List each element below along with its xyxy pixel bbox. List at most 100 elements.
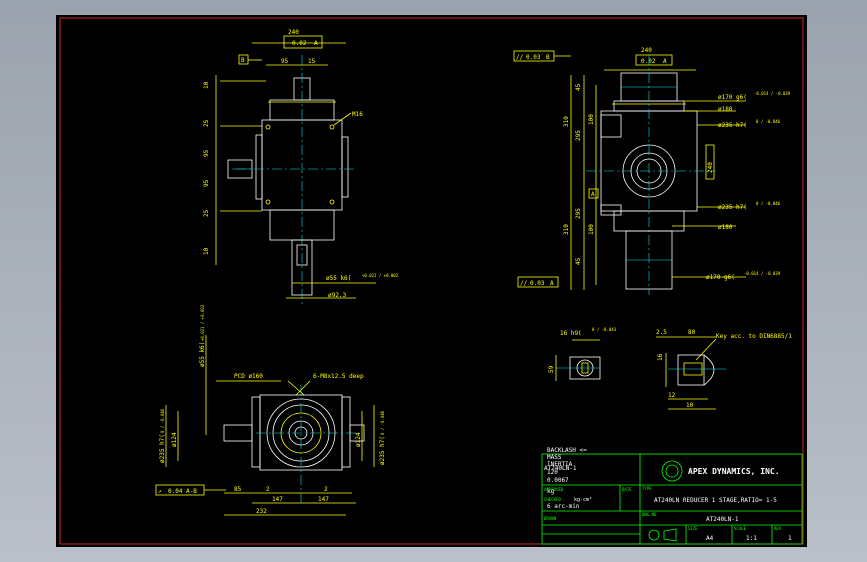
side-d180: ø180: [718, 106, 733, 113]
front-dim-25b: 25: [203, 209, 210, 217]
top-view: ø55 k6( +0.021 / +0.002 PCD ø160 6-M8x12…: [155, 304, 386, 516]
top-runout-datum: A-B: [186, 488, 197, 495]
top-pcd: PCD ø160: [234, 373, 263, 380]
side-dim-240-v: 240: [707, 162, 714, 173]
top-dim-232: 232: [256, 508, 267, 515]
notes-block: BACKLASH <= MASS INERTIA 120 0.0067 kg 6…: [547, 447, 592, 510]
note-l2: 0.0067: [547, 477, 569, 484]
front-shaft-dia: ø92.3: [328, 292, 346, 299]
side-h7a: ø235 h7(: [718, 122, 747, 129]
note-l4: 6 arc-min: [547, 503, 580, 510]
front-shaft-fit: ø55 k6(: [326, 275, 351, 282]
note-inertia: INERTIA: [547, 461, 573, 468]
keyd-note: Key acc. to DIN6885/1: [716, 333, 792, 340]
note-l3: kg: [547, 488, 555, 495]
top-dim-147: 147: [272, 496, 283, 503]
top-holes: 6-M8x12.5 deep: [313, 373, 364, 380]
side-flatb-datum: A: [550, 280, 554, 287]
side-flat-datum: B: [546, 54, 550, 61]
note-mass: MASS: [547, 454, 562, 461]
side-d180b: ø180: [718, 224, 733, 231]
tb-drawn: DRAWN: [544, 516, 557, 521]
side-dim-100b: 100: [588, 224, 595, 235]
top-dim-85: 85: [234, 486, 242, 493]
tb-approved: APPROVED: [544, 487, 564, 492]
title-block: AT240LN-1 APPROVED CHECKED DRAWN DATE AP…: [541, 453, 803, 545]
gdt-frame-top-front: [283, 35, 323, 49]
top-dim-2: 2: [266, 486, 270, 493]
tb-dwgno-label: DWG.NO: [642, 512, 657, 517]
keyd-dim-16: 16: [657, 353, 664, 361]
front-dim-95b: 95: [203, 149, 210, 157]
top-d124: ø124: [171, 432, 178, 447]
side-flat-val: 0.03: [526, 54, 541, 61]
side-g6a-tol: -0.014 / -0.039: [754, 91, 791, 96]
top-h7-left-tol: 0 / -0.046: [160, 408, 165, 433]
side-dim-45: 45: [575, 83, 582, 91]
top-h7-left: ø235 h7(: [159, 434, 166, 463]
key-detail-view: 2.5 80 Key acc. to DIN6885/1 16 12 10: [656, 329, 792, 410]
front-dim-10: 10: [203, 81, 210, 89]
side-h7a-tol: 0 / -0.046: [756, 119, 781, 124]
key-fit-tol: 0 / -0.043: [592, 327, 617, 332]
top-runout-val: 0.04: [168, 488, 183, 495]
front-shaft-tol: +0.021 / +0.002: [362, 273, 399, 278]
side-view: // 0.03 B 240 0.02 A: [513, 47, 791, 295]
side-gdt-val: 0.02: [641, 58, 656, 65]
side-flatb-val: 0.03: [530, 280, 545, 287]
keyd-dim-80: 80: [688, 329, 696, 336]
front-gdt-value: 0.02: [292, 40, 307, 47]
note-l1: 120: [547, 469, 558, 476]
front-dim-10b: 10: [203, 247, 210, 255]
tb-rev-label: REV: [774, 526, 782, 531]
keyd-dim-10: 10: [686, 402, 694, 409]
key-view: 16 h9( 0 / -0.043 59: [548, 327, 617, 381]
side-dim-310: 310: [563, 116, 570, 127]
side-g6a: ø170 g6(: [718, 94, 747, 101]
side-gdt-datum: A: [663, 58, 667, 65]
front-thread-note: M16: [352, 111, 363, 118]
side-dim-240: 240: [641, 47, 652, 54]
side-h7b: ø235 h7(: [718, 204, 747, 211]
drawing-sheet: 240 0.02 A B 95 15: [56, 15, 807, 547]
front-dim-95: 95: [281, 58, 289, 65]
projection-symbol-icon: [648, 528, 677, 542]
tb-description: AT240LN REDUCER 1 STAGE,RATIO= 1-5: [654, 497, 777, 504]
top-h7-right: ø235 h7(: [379, 436, 386, 465]
tb-company: APEX DYNAMICS, INC.: [688, 467, 780, 476]
top-dim-2b: 2: [324, 486, 328, 493]
side-dim-295b: 295: [575, 208, 582, 219]
tb-scale-label: SCALE: [734, 526, 747, 531]
side-dim-45b: 45: [575, 257, 582, 265]
tb-scale: 1:1: [746, 535, 757, 542]
tb-size: A4: [706, 535, 714, 542]
front-output-shaft: [291, 239, 313, 296]
key-dim-59: 59: [548, 365, 555, 373]
tb-rev: 1: [788, 535, 792, 542]
tb-date-label: DATE: [622, 487, 632, 492]
top-dim-55-tol: +0.021 / +0.002: [200, 304, 205, 341]
side-h7b-tol: 0 / -0.046: [756, 201, 781, 206]
side-flat-sym: //: [516, 54, 524, 61]
sheet-border: [59, 17, 804, 545]
drawing-canvas: 240 0.02 A B 95 15: [59, 17, 804, 545]
tb-dwgno: AT240LN-1: [706, 516, 739, 523]
tb-type-label: TYPE: [642, 486, 652, 491]
front-dim-15: 15: [308, 58, 316, 65]
front-view: 240 0.02 A B 95 15: [203, 29, 399, 305]
tb-size-label: SIZE: [688, 526, 698, 531]
front-dim-240: 240: [288, 29, 299, 36]
side-dim-310b: 310: [563, 224, 570, 235]
key-fit: 16 h9(: [560, 330, 582, 337]
keyd-dim-2-5: 2.5: [656, 329, 667, 336]
side-dim-100: 100: [588, 114, 595, 125]
top-d124b: ø124: [355, 432, 362, 447]
side-flatb-sym: //: [520, 280, 528, 287]
top-dim-55: ø55 k6(: [199, 342, 206, 367]
tb-model-left: AT240LN-1: [544, 465, 577, 472]
company-logo-icon: [661, 460, 683, 482]
top-dim-147b: 147: [318, 496, 329, 503]
front-dim-25: 25: [203, 119, 210, 127]
top-runout-sym: ↗: [158, 488, 162, 495]
